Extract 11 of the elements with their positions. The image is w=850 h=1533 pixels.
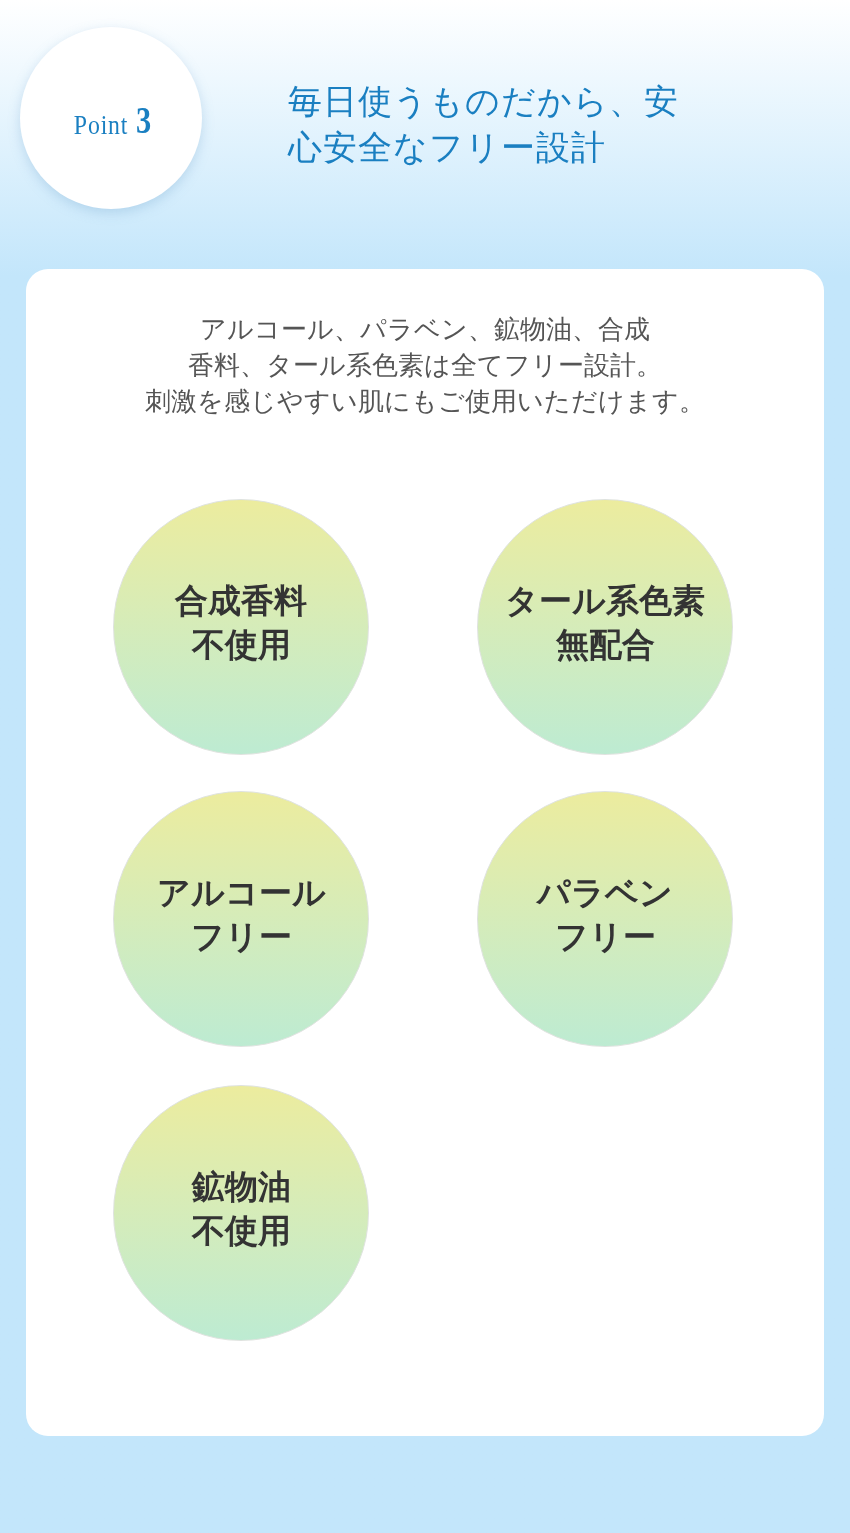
point-label: Point [74, 111, 129, 139]
feature-label: 鉱物油不使用 [190, 1166, 292, 1252]
description-text: 刺激を感じやすい肌にもご使用いただけます。 [145, 385, 705, 418]
feature-label: パラベンフリー [535, 872, 674, 958]
feature-label: アルコールフリー [155, 872, 327, 958]
feature-label: タール系色素無配合 [504, 580, 706, 666]
feature-label: 合成香料不使用 [174, 580, 308, 666]
point-number: 3 [135, 101, 151, 139]
description-text: アルコール、パラベン、鉱物油、合成香料、タール系色素は全てフリー設計。 [187, 313, 663, 382]
heading: 毎日使うものだから、安心安全なフリー設計 [288, 80, 680, 169]
content-card [26, 269, 824, 1436]
